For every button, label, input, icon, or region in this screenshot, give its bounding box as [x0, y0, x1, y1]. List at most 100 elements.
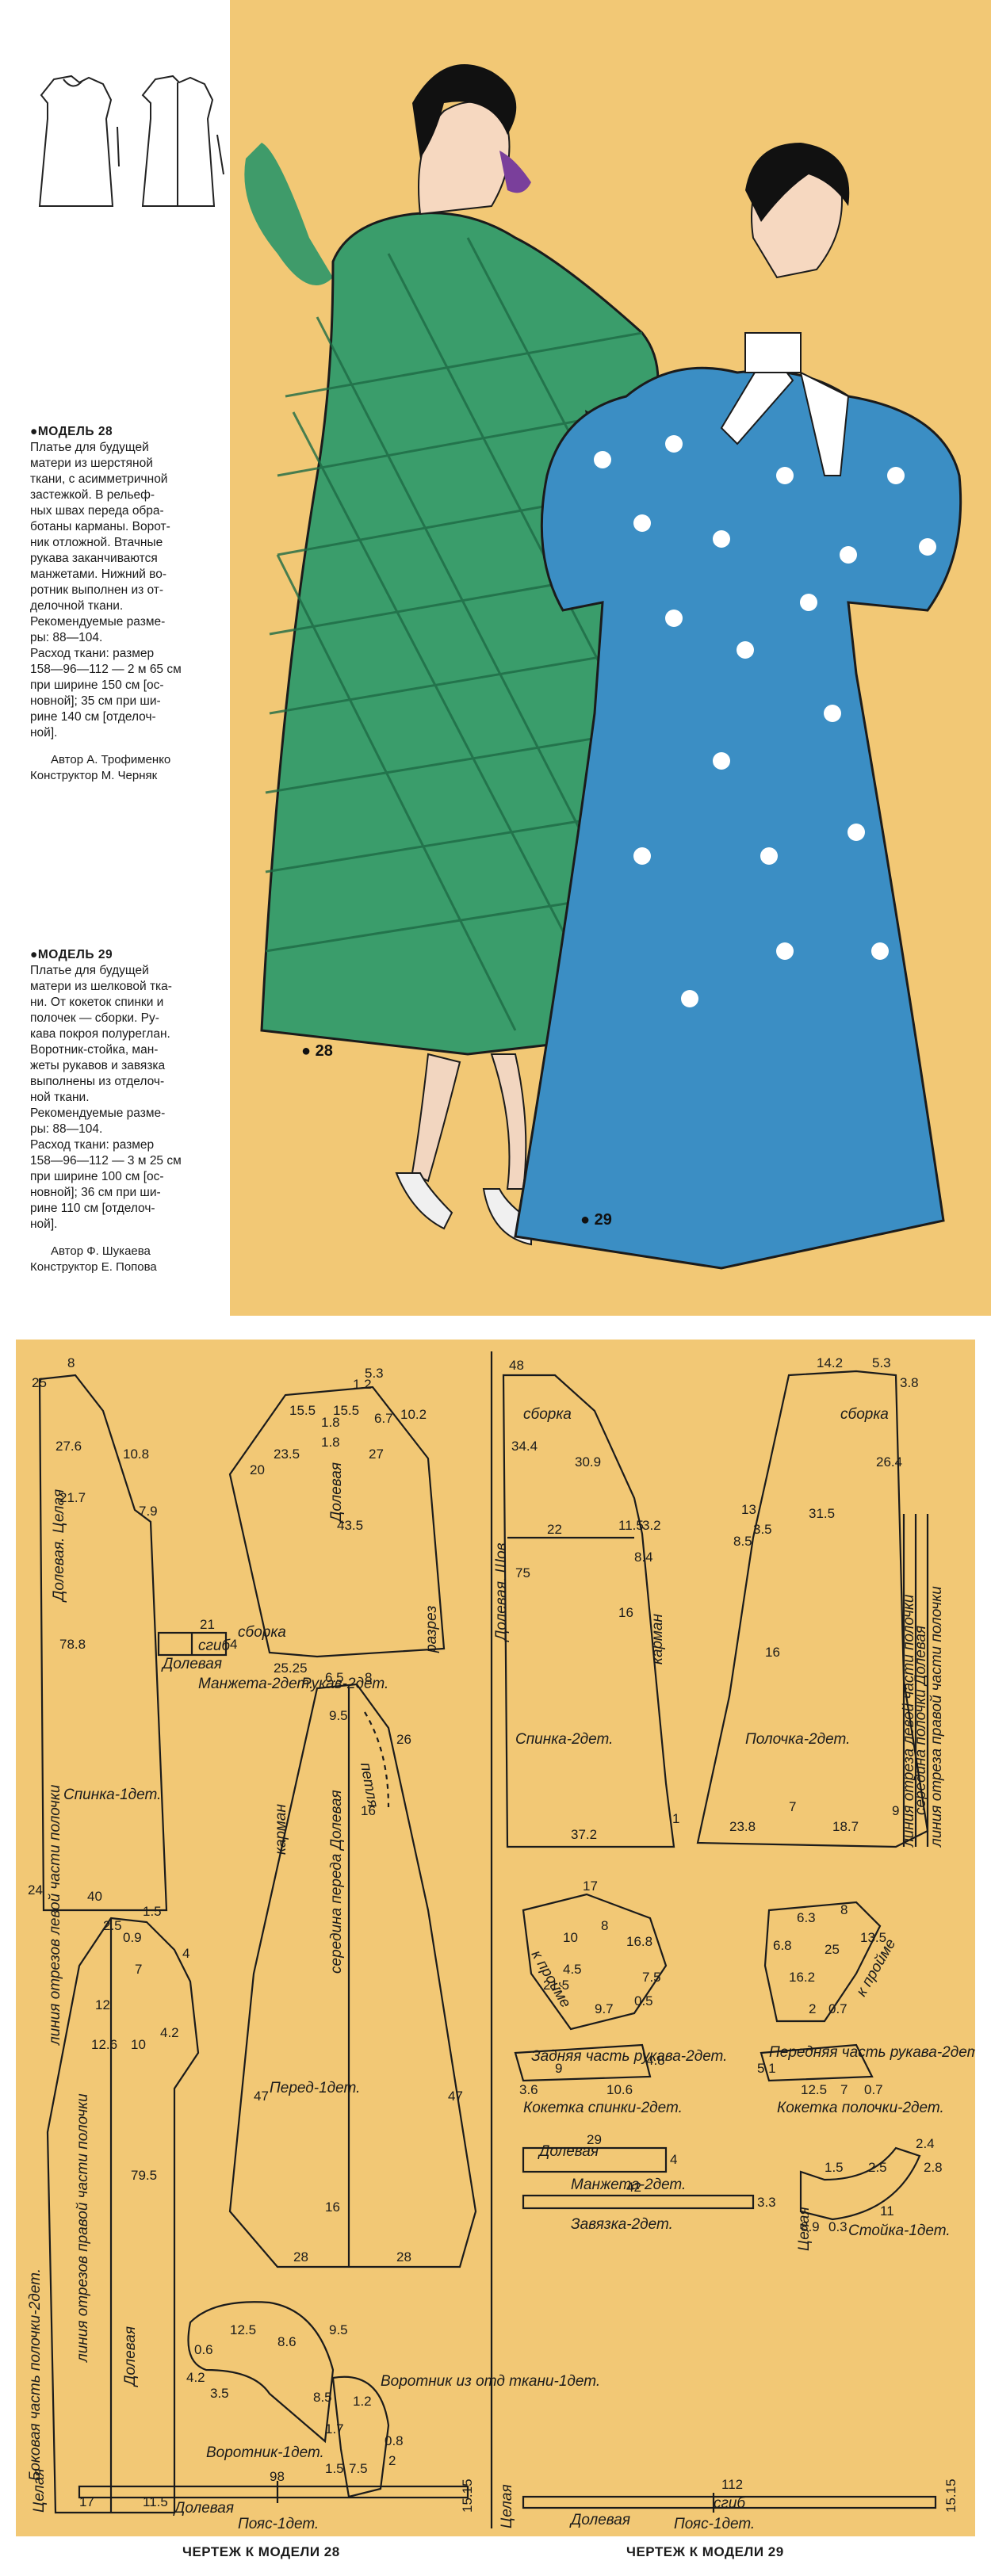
- dim-28: 23.5: [274, 1447, 300, 1462]
- line-left-mark-28: линия отрезов левой части полочки: [47, 1784, 63, 2046]
- front-yoke-label-29: Кокетка полочки-2дет.: [777, 2100, 944, 2116]
- dim-29: 21.5: [543, 1978, 569, 1993]
- dim-29: 22: [547, 1522, 562, 1537]
- caption-model-28: ЧЕРТЕЖ К МОДЕЛИ 28: [182, 2544, 340, 2559]
- model28-line: Платье для будущей: [30, 441, 149, 454]
- dim-28: 0.9: [123, 1930, 142, 1945]
- model29-line: новной]; 36 см при ши-: [30, 1186, 161, 1199]
- caption-model-29: ЧЕРТЕЖ К МОДЕЛИ 29: [626, 2544, 784, 2559]
- dim-29: 3.5: [753, 1522, 772, 1537]
- stand-label-29: Стойка-1дет.: [848, 2222, 951, 2239]
- cuff-label-28: Манжета-2дет.: [198, 1676, 313, 1692]
- dim-28: 16: [325, 2200, 340, 2215]
- dim-29: 2.5: [868, 2160, 887, 2175]
- sleeve-label-28: Рукав-2дет.: [301, 1676, 388, 1692]
- collar-fabric-label-28: Воротник из отд ткани-1дет.: [381, 2373, 600, 2390]
- dim-28: 9.5: [329, 1708, 348, 1723]
- model29-credits: Автор Ф. Шукаева Конструктор Е. Попова: [30, 1244, 228, 1275]
- model29-line: матери из шелковой тка-: [30, 980, 172, 993]
- dim-29: 7.5: [642, 1970, 661, 1985]
- dim-28: 10.8: [123, 1447, 149, 1462]
- front-sleeve-label-29: Передняя часть рукава-2дет.: [769, 2044, 975, 2061]
- model28-line: застежкой. В рельеф-: [30, 488, 155, 502]
- dim-29: 23.8: [729, 1819, 756, 1834]
- model29-line: Платье для будущей: [30, 964, 149, 977]
- dim-28: 25.25: [274, 1661, 308, 1676]
- collar-label-28: Воротник-1дет.: [206, 2444, 324, 2461]
- collar-piece-28: [187, 2301, 335, 2444]
- side-front-piece-28: [46, 1917, 200, 2514]
- gather-mark-28: сборка: [238, 1624, 286, 1641]
- dim-28: 9.5: [329, 2322, 348, 2337]
- dim-29: 8: [601, 1918, 608, 1933]
- dim-28: 40: [87, 1889, 102, 1904]
- belt-fold-mark-29: сгиб: [714, 2495, 746, 2512]
- dim-28: 98: [270, 2469, 285, 2484]
- line-right-mark-28: линия отрезов правой части полочки: [75, 2093, 91, 2363]
- model28-line: ротник выполнен из от-: [30, 583, 164, 597]
- green-dress-figure: [244, 64, 675, 1246]
- pattern-page: Спинка-1дет. Рукав-2дет. Манжета-2дет. П…: [0, 1316, 991, 2576]
- belt-grain-mark-29: Долевая: [569, 2512, 630, 2528]
- tie-label-29: Завязка-2дет.: [571, 2216, 673, 2233]
- grain-seam-mark-29: Долевая. Шов: [493, 1542, 510, 1642]
- line-left-mark-29: линия отреза левой части полочки: [901, 1594, 917, 1848]
- dim-28: 7.9: [139, 1504, 158, 1519]
- dim-28: 4: [182, 1946, 189, 1961]
- dim-29: 2.8: [924, 2160, 943, 2175]
- line-grain-mark-29: середина полочки Долевая: [913, 1626, 929, 1815]
- dim-28: 7.5: [349, 2461, 368, 2476]
- dim-29: 0.7: [828, 2001, 848, 2016]
- dim-28: 7: [135, 1962, 142, 1977]
- dim-29: 17: [583, 1878, 598, 1894]
- dim-28: 1.8: [321, 1435, 340, 1450]
- back-sleeve-label-29: Задняя часть рукава-2дет.: [531, 2048, 727, 2065]
- dim-29: 48: [509, 1358, 524, 1373]
- tie-piece-29: [522, 2194, 755, 2210]
- model28-line: делочной ткани.: [30, 599, 124, 613]
- dim-29: 9.7: [595, 2001, 614, 2016]
- dim-29: 4.8: [646, 2053, 665, 2068]
- dim-29: 2: [809, 2001, 816, 2016]
- model29-heading: ●МОДЕЛЬ 29: [30, 948, 113, 961]
- model28-line: рине 140 см [отделоч-: [30, 710, 156, 724]
- model28-line: при ширине 150 см [ос-: [30, 678, 164, 692]
- dim-29: 6.8: [773, 1938, 792, 1953]
- dim-29: 42: [626, 2180, 641, 2195]
- dim-29: 31.5: [809, 1506, 835, 1521]
- model29-description: ●МОДЕЛЬ 29 Платье для будущей матери из …: [30, 947, 228, 1275]
- dim-28: 10.2: [400, 1407, 427, 1422]
- dim-28: 4.2: [186, 2370, 205, 2385]
- pocket-mark-28: карман: [273, 1804, 289, 1855]
- back-label-28: Спинка-1дет.: [63, 1787, 161, 1803]
- model28-author: Автор А. Трофименко: [51, 753, 171, 766]
- back-label-29: Спинка-2дет.: [515, 1731, 613, 1748]
- dim-28: 8: [365, 1670, 372, 1685]
- dim-28: 1.2: [353, 2394, 372, 2409]
- dim-28: 21.7: [59, 1490, 86, 1505]
- dim-28: 5.3: [365, 1366, 384, 1381]
- cut-mark-28: разрез: [423, 1606, 440, 1653]
- dim-29: 7: [789, 1799, 796, 1814]
- dim-29: 13: [741, 1502, 756, 1517]
- dim-28: 27.6: [55, 1439, 82, 1454]
- dim-28: 78.8: [59, 1637, 86, 1652]
- front-yoke-piece-29: [760, 2043, 874, 2082]
- model29-line: ни. От кокеток спинки и: [30, 996, 164, 1009]
- front-label-28: Перед-1дет.: [270, 2080, 360, 2096]
- gather-mark-29: сборка: [523, 1406, 572, 1423]
- belt-label-28: Пояс-1дет.: [238, 2516, 319, 2532]
- model28-line: Рекомендуемые разме-: [30, 615, 166, 629]
- cuff-piece-29: [522, 2146, 668, 2173]
- model28-description: ●МОДЕЛЬ 28 Платье для будущей матери из …: [30, 424, 228, 784]
- dim-28: 15.5: [289, 1403, 316, 1418]
- front-sleeve-piece-29: [763, 1901, 882, 2023]
- model29-line: жеты рукавов и завязка: [30, 1059, 166, 1072]
- stand-piece-29: [799, 2146, 921, 2221]
- dim-28: 10: [131, 2037, 146, 2052]
- dim-28: 28: [293, 2249, 308, 2265]
- dim-29: 5.1: [757, 2061, 776, 2076]
- dim-28: 79.5: [131, 2168, 157, 2183]
- model29-line: полочек — сборки. Ру-: [30, 1011, 159, 1025]
- dim-28: 1.7: [325, 2421, 344, 2436]
